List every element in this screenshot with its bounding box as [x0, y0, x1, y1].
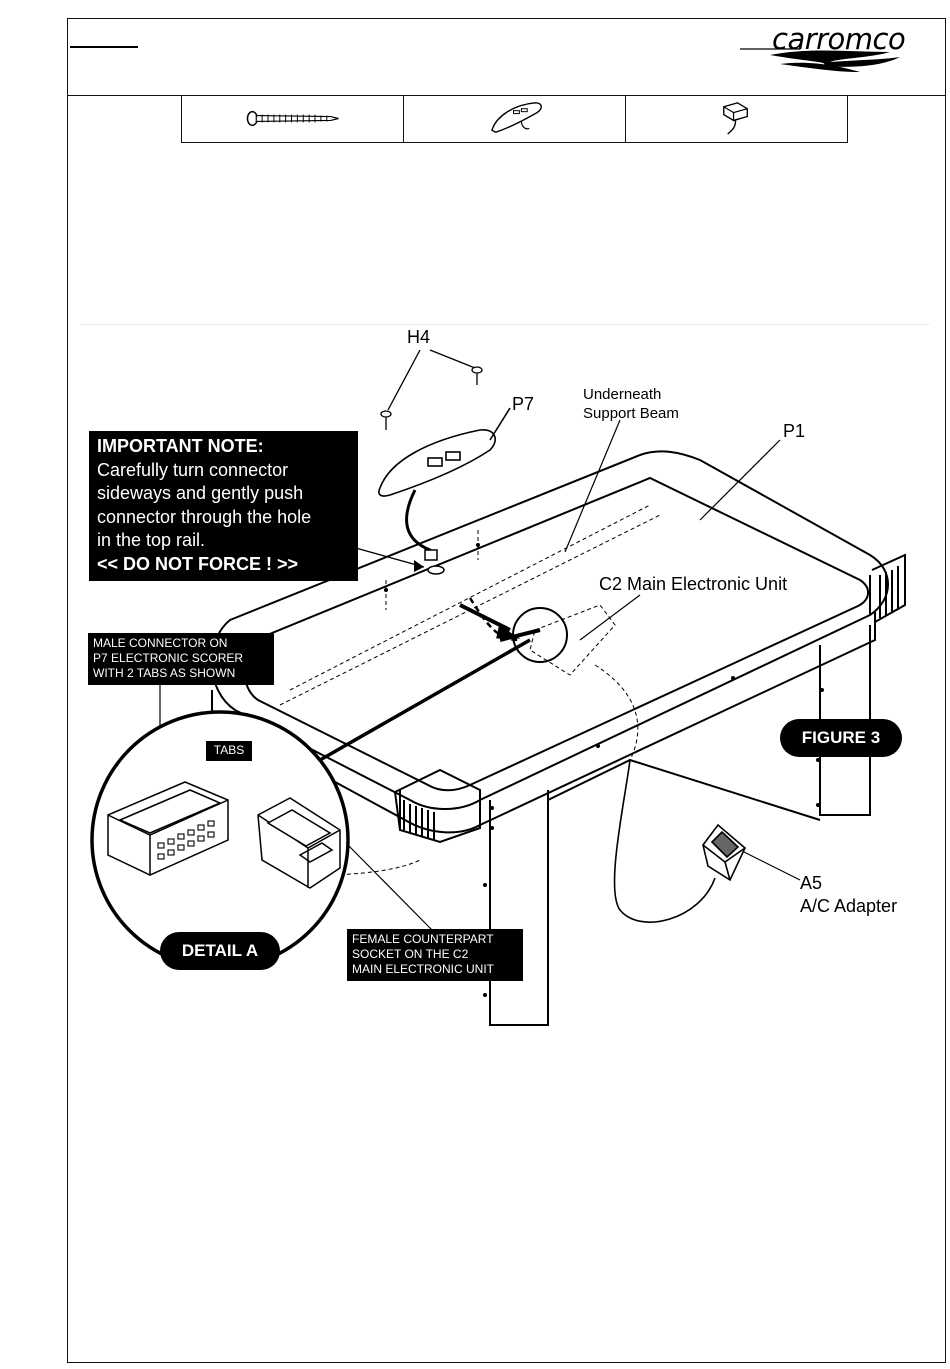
female-socket-line: MAIN ELECTRONIC UNIT	[352, 962, 495, 976]
important-note-line: connector through the hole	[97, 506, 312, 527]
page-frame	[67, 18, 946, 1363]
label-a5: A5	[800, 873, 823, 893]
screw-icon	[246, 110, 339, 127]
important-note-title: IMPORTANT NOTE:	[97, 436, 264, 456]
header-dash	[70, 46, 138, 48]
parts-cell-adapter	[626, 95, 847, 142]
important-note-line: Carefully turn connector	[97, 459, 289, 480]
label-p7: P7	[512, 394, 535, 414]
important-note-line: sideways and gently push	[97, 483, 304, 503]
parts-cell-scorer	[404, 95, 626, 142]
label-p1: P1	[783, 421, 806, 441]
figure-3-badge: FIGURE 3	[780, 719, 902, 757]
label-beam-line2: Support Beam	[583, 405, 679, 422]
parts-table	[181, 95, 848, 143]
male-connector-line: P7 ELECTRONIC SCORER	[93, 651, 244, 665]
carromco-logo	[740, 48, 900, 72]
section-divider	[80, 324, 930, 325]
adapter-icon	[723, 102, 748, 135]
label-h4: H4	[407, 327, 431, 347]
male-connector-line: MALE CONNECTOR ON	[93, 636, 228, 650]
label-beam-line1: Underneath	[583, 386, 662, 403]
female-socket-line: FEMALE COUNTERPART	[352, 932, 494, 946]
label-c2: C2 Main Electronic Unit	[599, 574, 788, 594]
detail-a-badge: DETAIL A	[160, 932, 280, 970]
header-divider	[67, 95, 946, 96]
male-connector-note: MALE CONNECTOR ON P7 ELECTRONIC SCORER W…	[88, 633, 274, 685]
important-note-warning: << DO NOT FORCE ! >>	[97, 553, 299, 574]
parts-cell-screw	[182, 95, 404, 142]
female-socket-line: SOCKET ON THE C2	[352, 947, 469, 961]
important-note-line: in the top rail.	[97, 530, 206, 550]
label-ac-adapter: A/C Adapter	[800, 896, 898, 916]
male-connector-line: WITH 2 TABS AS SHOWN	[93, 666, 236, 680]
brand-wordmark: carromco	[772, 22, 906, 56]
scorer-icon	[491, 102, 542, 133]
female-socket-note: FEMALE COUNTERPART SOCKET ON THE C2 MAIN…	[347, 929, 523, 981]
important-note: IMPORTANT NOTE: Carefully turn connector…	[89, 431, 358, 581]
tabs-label: TABS	[206, 741, 252, 761]
